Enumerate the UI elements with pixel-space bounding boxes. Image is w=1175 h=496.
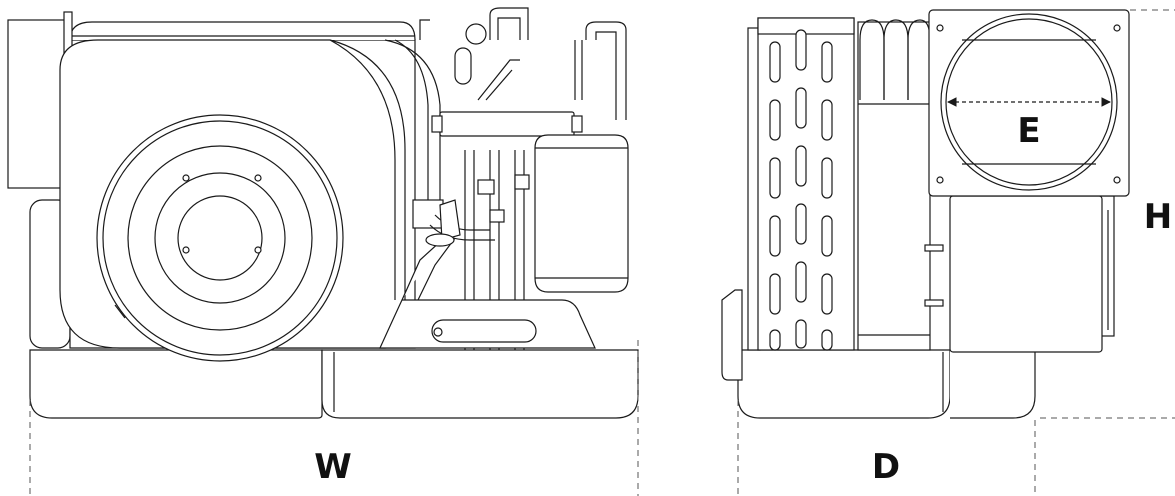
dimension-guides [29,9,1175,496]
front-receiver-tank [534,134,629,293]
front-plumbing [384,7,627,350]
side-coil-slots [769,29,833,351]
front-blower-wheel [96,114,344,362]
front-view [7,7,639,419]
front-tray-lip [379,299,596,349]
side-duct-flange [928,9,1130,197]
front-base-pan [29,349,639,419]
side-base-pan [737,349,1036,419]
depth-label: D [872,447,900,487]
side-view [721,9,1130,419]
height-label: H [1144,197,1172,237]
side-drain-tab [721,289,743,381]
front-service-valve [401,199,461,301]
duct-diameter-label: E [1017,111,1040,151]
side-coil-tubes [857,19,944,351]
width-label: W [314,447,352,487]
front-manifold [431,111,583,137]
side-blower-housing [949,195,1115,353]
